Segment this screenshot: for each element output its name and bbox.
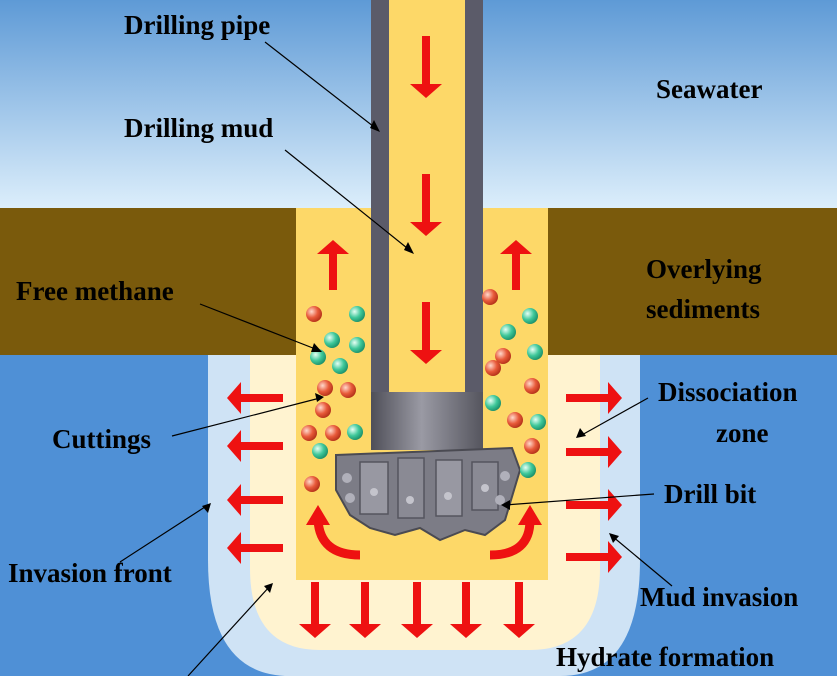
leader-mud-invasion [611, 535, 673, 587]
cutting-particle [301, 425, 317, 441]
flow-arrow-down [299, 582, 331, 638]
return-flow-arrowhead-right [518, 505, 542, 525]
flow-arrow-down [503, 582, 535, 638]
leader-arrowhead [501, 500, 510, 510]
flow-arrow-down [410, 302, 442, 364]
leader-dissociation-zone [579, 397, 649, 437]
cutting-particle [495, 348, 511, 364]
label-dissociation-zone-line2: zone [716, 418, 769, 448]
particles [301, 289, 546, 492]
methane-bubble [310, 349, 326, 365]
leader-hydrate-formation [187, 585, 271, 676]
methane-bubble [349, 337, 365, 353]
cutting-particle [524, 438, 540, 454]
methane-bubble [324, 332, 340, 348]
flow-arrow-right [566, 382, 622, 414]
label-seawater: Seawater [656, 74, 762, 104]
label-hydrate-formation: Hydrate formation [556, 642, 774, 672]
leader-arrowhead [264, 583, 273, 593]
leader-arrowheads [202, 120, 619, 593]
return-flow-arrowhead-left [306, 505, 330, 525]
methane-bubble [332, 358, 348, 374]
leader-arrowhead [202, 503, 211, 513]
flow-arrow-up [500, 240, 532, 290]
flow-arrow-down [410, 36, 442, 98]
cutting-particle [315, 402, 331, 418]
flow-arrow-left [227, 430, 283, 462]
pipe-wall-right [465, 0, 483, 400]
cutting-particle [482, 289, 498, 305]
methane-bubble [485, 395, 501, 411]
leader-cuttings [171, 397, 321, 437]
drill-collar [371, 392, 483, 450]
methane-bubble [349, 306, 365, 322]
leader-arrowhead [311, 343, 322, 352]
label-dissociation-zone-line1: Dissociation [658, 377, 798, 407]
leader-arrowhead [370, 120, 380, 132]
methane-bubble [522, 308, 538, 324]
flow-arrow-right [566, 541, 622, 573]
flow-arrow-up [317, 240, 349, 290]
methane-bubble [530, 414, 546, 430]
methane-bubble [527, 344, 543, 360]
label-overlying-sediments-line2: sediments [646, 294, 760, 324]
flow-arrow-down [401, 582, 433, 638]
leader-free-methane [199, 303, 319, 351]
label-drilling-pipe: Drilling pipe [124, 10, 270, 40]
leader-lines [119, 41, 673, 676]
methane-bubble [347, 424, 363, 440]
methane-bubble [312, 443, 328, 459]
cutting-particle [340, 382, 356, 398]
label-drilling-mud: Drilling mud [124, 113, 273, 143]
return-flow-arrows [313, 519, 535, 560]
label-drill-bit: Drill bit [664, 479, 756, 509]
flow-arrow-left [227, 532, 283, 564]
label-cuttings: Cuttings [52, 424, 151, 454]
leader-arrowhead [609, 533, 619, 543]
label-invasion-front: Invasion front [8, 558, 172, 588]
leader-arrowhead [576, 428, 586, 438]
cutting-particle [325, 425, 341, 441]
cutting-particle [304, 476, 320, 492]
flow-arrow-right [566, 436, 622, 468]
flow-arrow-left [227, 382, 283, 414]
leader-invasion-front [119, 504, 209, 563]
pipe-wall-left [371, 0, 389, 400]
leader-drilling-pipe [264, 41, 379, 131]
cutting-particle [485, 360, 501, 376]
methane-bubble [520, 462, 536, 478]
return-flow-arrow-right [489, 519, 535, 560]
drill-bit-shape [335, 446, 522, 542]
cutting-particle [524, 378, 540, 394]
leader-arrowhead [315, 393, 324, 402]
methane-bubble [500, 324, 516, 340]
flow-arrow-down [450, 582, 482, 638]
leader-arrowhead [404, 242, 414, 254]
return-flow-arrow-left [313, 519, 361, 560]
cutting-particle [507, 412, 523, 428]
cutting-particle [317, 380, 333, 396]
label-mud-invasion: Mud invasion [640, 582, 798, 612]
flow-arrow-down [349, 582, 381, 638]
leader-drill-bit [504, 493, 655, 506]
label-overlying-sediments-line1: Overlying [646, 254, 762, 284]
flow-arrow-left [227, 484, 283, 516]
cutting-particle [306, 306, 322, 322]
leader-drilling-mud [284, 149, 413, 253]
label-free-methane: Free methane [16, 276, 174, 306]
flow-arrow-down [410, 174, 442, 236]
